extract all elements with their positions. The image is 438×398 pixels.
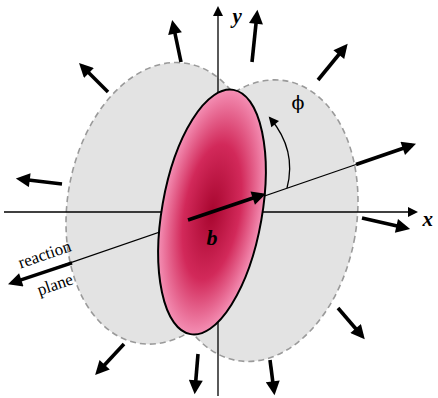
flow-arrow (362, 218, 406, 228)
flow-arrow (338, 308, 362, 336)
flow-arrow (318, 47, 345, 80)
overlap-region (141, 81, 283, 343)
flow-arrow (195, 354, 198, 390)
axis-label: x (423, 208, 434, 231)
angle-label: ϕ (292, 92, 305, 113)
impact-parameter-label: b (207, 226, 218, 250)
flow-arrow (252, 14, 257, 62)
axis-label: y (233, 5, 242, 28)
flow-arrow (20, 179, 62, 184)
flow-arrow (82, 66, 108, 92)
impact-parameter-arrow (188, 195, 262, 220)
flow-arrows (12, 14, 412, 391)
flow-arrow (98, 344, 124, 372)
angle-arc (270, 118, 290, 188)
flow-arrow (173, 24, 181, 62)
flow-arrow (356, 145, 412, 164)
ellipse-outline (154, 86, 270, 338)
flow-arrow (270, 360, 274, 391)
overlap-ellipse: b (154, 86, 270, 338)
